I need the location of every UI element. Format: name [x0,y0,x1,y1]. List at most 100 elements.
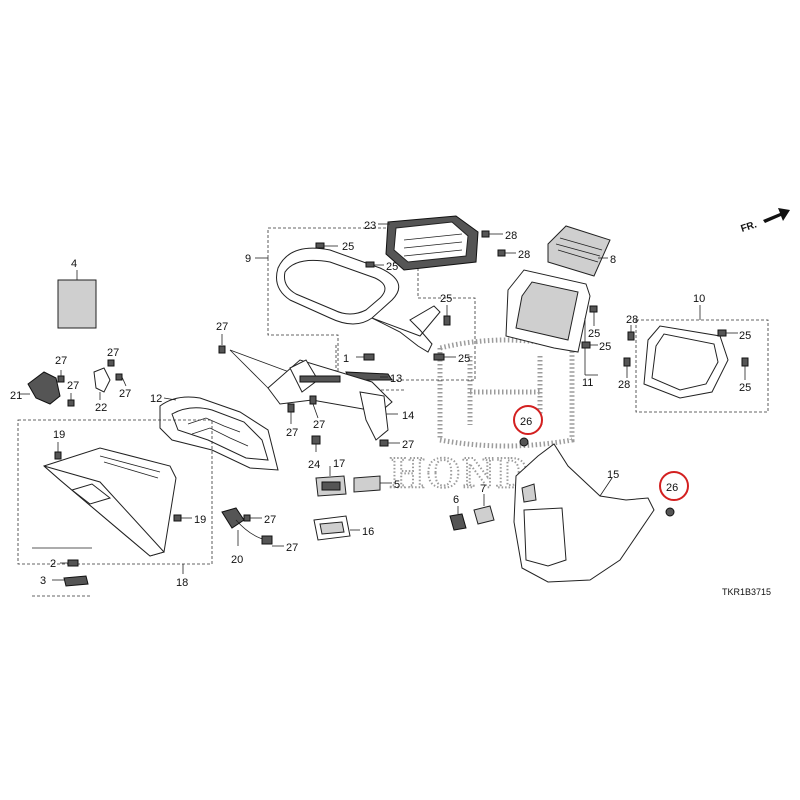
svg-text:25: 25 [440,293,452,305]
callout-10: 10 [693,293,705,305]
svg-text:28: 28 [626,314,638,326]
callout-21: 21 [10,390,22,402]
part-21-latch [27,371,61,405]
callout-14: 14 [402,410,414,422]
part-2-clip [67,559,79,567]
callout-1: 1 [343,353,349,365]
screw-27c: 27 [309,395,325,431]
part-5-switch [353,475,381,493]
svg-text:27: 27 [313,419,325,431]
diagram-reference-code: TKR1B3715 [722,587,771,597]
screw-27g: 27 [107,347,119,367]
direction-arrow-icon [763,208,790,223]
part-8-pad [547,225,611,277]
callout-5: 5 [394,479,400,491]
screw-28d: 28 [618,357,631,391]
svg-text:25: 25 [739,382,751,394]
part-26-clip-b [665,507,675,517]
screw-25h: 25 [739,357,751,394]
part-23-air-vent [385,215,479,271]
part-26-clip-a [519,437,529,447]
callout-11: 11 [582,377,593,389]
callout-7: 7 [480,483,486,495]
part-4-manual [57,279,97,329]
svg-text:27: 27 [55,355,67,367]
highlight-callout-26-b[interactable]: 26 [659,471,689,501]
svg-text:27: 27 [216,321,228,333]
part-7-socket [473,505,495,525]
callout-17: 17 [333,458,345,470]
svg-text:27: 27 [107,347,119,359]
svg-text:27: 27 [286,542,298,554]
svg-text:27: 27 [286,427,298,439]
svg-text:27: 27 [67,380,79,392]
screw-27a: 27 [216,321,228,354]
group-box-9 [267,227,476,381]
screw-25b: 25 [365,261,398,273]
callout-4: 4 [71,258,77,270]
svg-text:25: 25 [739,330,751,342]
callout-9: 9 [245,253,251,265]
part-6-socket [449,513,467,531]
callout-2: 2 [50,558,56,570]
screw-27b: 27 [286,403,298,439]
callout-6: 6 [453,494,459,506]
screw-28c: 28 [626,314,638,341]
callout-8: 8 [610,254,616,266]
callout-18: 18 [176,577,188,589]
clip-24: 24 [308,435,321,471]
svg-text:25: 25 [588,328,600,340]
svg-text:27: 27 [119,388,131,400]
callout-12: 12 [150,393,162,405]
callout-20: 20 [231,554,243,566]
part-3-clip [63,575,89,587]
callout-22: 22 [95,402,107,414]
callout-24: 24 [308,459,320,471]
svg-text:27: 27 [402,439,414,451]
svg-text:25: 25 [599,341,611,353]
screw-19a: 19 [53,429,65,460]
screw-27d: 27 [379,439,414,451]
svg-text:19: 19 [53,429,65,441]
callout-3: 3 [40,575,46,587]
direction-label: FR. [740,219,759,235]
group-box-18 [17,419,213,565]
svg-text:26: 26 [520,416,532,428]
callout-16: 16 [362,526,374,538]
part-11-screen [515,281,579,341]
callout-13: 13 [390,373,402,385]
screw-25c: 25 [440,293,452,326]
screw-27e: 27 [55,355,67,383]
screw-25g: 25 [717,329,751,342]
highlight-callout-26-a[interactable]: 26 [513,405,543,435]
svg-text:25: 25 [458,353,470,365]
screw-27h: 27 [115,373,131,400]
screw-28a: 28 [481,230,517,242]
screw-25a: 25 [315,241,354,253]
screw-25f: 25 [581,341,611,353]
screw-27f: 27 [67,380,79,407]
svg-text:28: 28 [518,249,530,261]
part-9-bracket [371,305,441,353]
part-1-clip: 1 [343,353,375,365]
screw-25e: 25 [588,305,600,340]
svg-text:19: 19 [194,514,206,526]
screw-27j: 27 [272,542,298,554]
svg-text:28: 28 [618,379,630,391]
screw-27i: 27 [243,514,276,526]
svg-text:27: 27 [264,514,276,526]
svg-text:28: 28 [505,230,517,242]
svg-text:26: 26 [666,482,678,494]
screw-28b: 28 [497,249,530,261]
svg-text:25: 25 [386,261,398,273]
part-22-hinge [93,367,111,393]
front-direction-indicator: FR. [740,208,790,235]
callout-23: 23 [364,220,376,232]
screw-25d: 25 [433,353,470,365]
svg-text:25: 25 [342,241,354,253]
screw-19b: 19 [173,514,206,526]
callout-15: 15 [607,469,619,481]
group-box-10 [635,319,769,413]
